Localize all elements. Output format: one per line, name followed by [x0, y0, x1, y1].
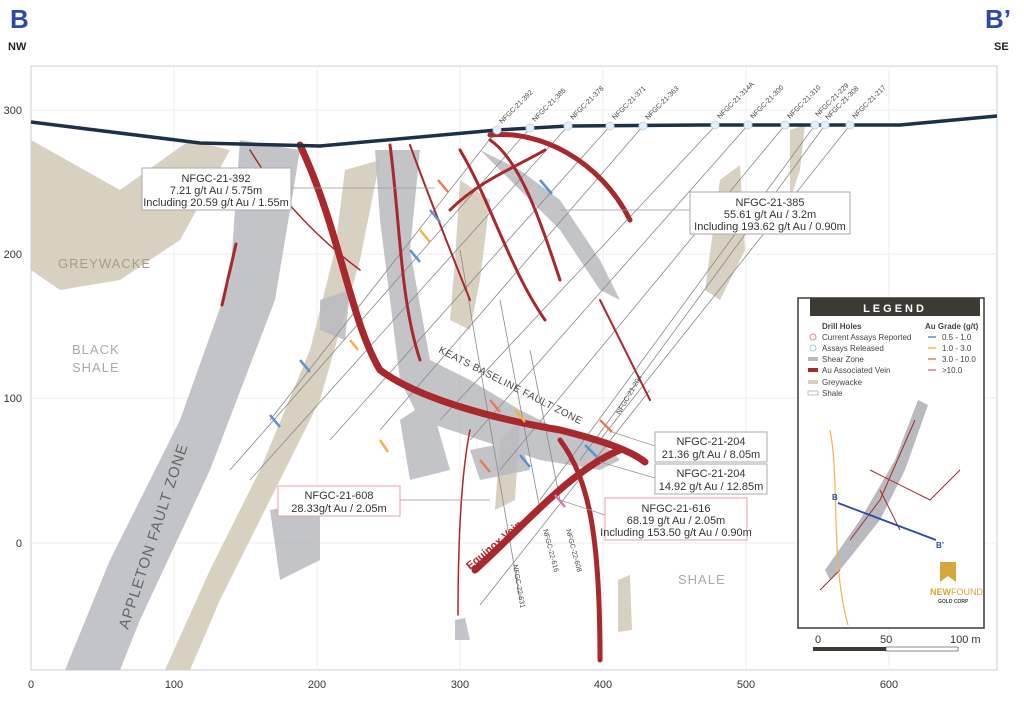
- shale-label: SHALE: [678, 572, 726, 587]
- grade-item: 3.0 - 10.0: [942, 355, 976, 364]
- scale-label: 0: [815, 634, 821, 646]
- callout-608: NFGC-21-608 28.33g/t Au / 2.05m: [277, 485, 401, 517]
- legend-item: Shale: [822, 389, 843, 398]
- legend-item: Au Associated Vein: [822, 366, 891, 375]
- svg-text:28.33g/t Au / 2.05m: 28.33g/t Au / 2.05m: [291, 503, 386, 515]
- callout-385: NFGC-21-385 55.61 g/t Au / 3.2m Includin…: [689, 191, 851, 235]
- grade-item: 0.5 - 1.0: [942, 333, 972, 342]
- collar: [810, 120, 820, 130]
- svg-text:21.36 g/t Au / 8.05m: 21.36 g/t Au / 8.05m: [662, 449, 760, 461]
- svg-text:NFGC-21-608: NFGC-21-608: [304, 490, 373, 502]
- inset-bp-label: B’: [936, 541, 944, 550]
- y-tick: 300: [4, 105, 22, 117]
- svg-text:Including 193.62 g/t Au / 0.90: Including 193.62 g/t Au / 0.90m: [694, 221, 846, 233]
- svg-text:NFGC-21-204: NFGC-21-204: [676, 436, 745, 448]
- greywacke-swatch: [808, 380, 818, 384]
- callout-204-b: NFGC-21-204 14.92 g/t Au / 12.85m: [654, 463, 768, 495]
- y-tick: 200: [4, 249, 22, 261]
- callout-616: NFGC-21-616 68.19 g/t Au / 2.05m Includi…: [600, 497, 752, 541]
- nw-label: NW: [8, 41, 27, 53]
- collar: [492, 125, 502, 135]
- legend-heading: Drill Holes: [822, 322, 862, 331]
- collar: [525, 123, 535, 133]
- x-tick: 300: [451, 679, 469, 691]
- logo-subtext: GOLD CORP: [938, 599, 969, 605]
- black-shale-label: BLACK: [72, 342, 120, 357]
- vein-swatch: [808, 368, 818, 372]
- black-shale-label: SHALE: [72, 360, 120, 375]
- collar: [605, 121, 615, 131]
- x-tick: 400: [594, 679, 612, 691]
- svg-text:NFGC-21-385: NFGC-21-385: [735, 197, 804, 209]
- svg-text:NFGC-21-204: NFGC-21-204: [676, 468, 745, 480]
- collar: [820, 120, 830, 130]
- y-tick: 100: [4, 393, 22, 405]
- collar: [845, 120, 855, 130]
- scale-label: 50: [880, 634, 892, 646]
- legend-item: Current Assays Reported: [822, 333, 911, 342]
- svg-text:NFGC-21-392: NFGC-21-392: [181, 173, 250, 185]
- scale-label: 100 m: [950, 634, 981, 646]
- greywacke-label: GREYWACKE: [58, 256, 151, 271]
- assays-released-icon: [809, 344, 817, 352]
- y-tick: 0: [16, 538, 22, 550]
- legend-heading: Au Grade (g/t): [925, 322, 979, 331]
- callout-leaders: [291, 187, 690, 516]
- assay-intervals: [269, 179, 613, 508]
- collar: [710, 120, 720, 130]
- section-start-label: B: [10, 4, 29, 34]
- collar: [780, 120, 790, 130]
- legend-item: Assays Released: [822, 344, 884, 353]
- callout-392: NFGC-21-392 7.21 g/t Au / 5.75m Includin…: [141, 167, 292, 211]
- x-tick: 200: [308, 679, 326, 691]
- legend-item: Greywacke: [822, 378, 863, 387]
- svg-text:68.19 g/t Au / 2.05m: 68.19 g/t Au / 2.05m: [627, 515, 725, 527]
- collar: [743, 120, 753, 130]
- grade-item: 1.0 - 3.0: [942, 344, 972, 353]
- x-tick: 0: [28, 679, 34, 691]
- collar: [638, 121, 648, 131]
- callout-204-a: NFGC-21-204 21.36 g/t Au / 8.05m: [654, 431, 768, 463]
- section-end-label: B’: [985, 4, 1011, 34]
- shale-swatch: [807, 390, 819, 396]
- shear-zone-swatch: [808, 357, 818, 361]
- legend-title: LEGEND: [863, 303, 927, 315]
- legend: LEGEND Drill Holes Current Assays Report…: [797, 297, 985, 629]
- svg-text:Including 153.50 g/t Au / 0.90: Including 153.50 g/t Au / 0.90m: [600, 527, 752, 539]
- drill-collars: [492, 120, 855, 135]
- svg-text:55.61 g/t Au / 3.2m: 55.61 g/t Au / 3.2m: [724, 209, 816, 221]
- drill-traces: [229, 124, 851, 606]
- x-tick: 600: [880, 679, 898, 691]
- grade-item: >10.0: [942, 366, 963, 375]
- svg-text:7.21 g/t Au / 5.75m: 7.21 g/t Au / 5.75m: [170, 185, 262, 197]
- x-tick: 100: [165, 679, 183, 691]
- legend-item: Shear Zone: [822, 355, 864, 364]
- newfound-logo-icon: [940, 562, 956, 582]
- logo-text: NEWFOUND: [930, 587, 983, 597]
- scale-bar: 0 50 100 m: [813, 634, 981, 652]
- current-assays-icon: [809, 333, 817, 341]
- svg-text:Including 20.59 g/t Au / 1.55m: Including 20.59 g/t Au / 1.55m: [143, 197, 289, 209]
- se-label: SE: [994, 41, 1009, 53]
- svg-text:14.92 g/t Au / 12.85m: 14.92 g/t Au / 12.85m: [659, 481, 764, 493]
- svg-text:NFGC-21-616: NFGC-21-616: [641, 503, 710, 515]
- x-tick: 500: [737, 679, 755, 691]
- collar: [563, 121, 573, 131]
- au-veins: [220, 131, 651, 663]
- inset-map: B B’ NEWFOUND GOLD CORP: [819, 400, 983, 626]
- inset-b-label: B: [832, 493, 838, 502]
